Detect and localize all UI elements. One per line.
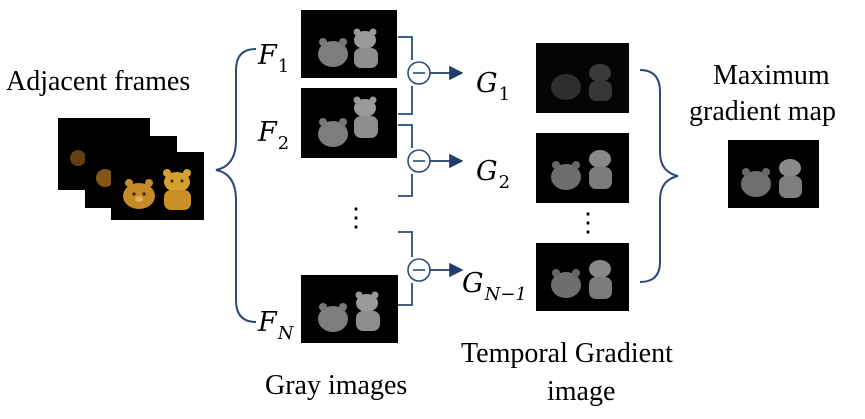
label-fn: FN [258,307,294,345]
gradient-image-n1 [536,243,629,311]
adjacent-frames-label: Adjacent frames [6,66,191,97]
gray-images-ellipsis: ⋮ [343,203,369,232]
minus-circle-2 [407,149,431,173]
gray-image-1 [301,10,397,78]
gray-images-label: Gray images [265,370,408,401]
label-f2: F2 [258,117,290,155]
gray-image-2 [301,88,397,158]
gradient-image-1 [536,43,629,113]
frames-brace [215,48,257,323]
connector-2 [398,124,413,197]
max-gradient-image [728,140,819,208]
max-gradient-label-line1: Maximum [713,60,830,91]
label-g1: G1 [476,68,511,106]
max-gradient-label-line2: gradient map [689,96,836,127]
connector-1 [398,36,413,115]
temporal-gradient-label-line2: image [547,376,616,407]
color-frame-front [111,152,204,220]
label-f1: F1 [258,40,290,78]
minus-circle-1 [407,61,431,85]
minus-circle-3 [407,258,431,282]
gradients-brace [639,69,679,283]
label-g2: G2 [476,156,511,194]
connector-3 [398,231,413,306]
gray-image-n [301,275,398,343]
gradient-images-ellipsis: ⋮ [575,208,601,237]
temporal-gradient-label-line1: Temporal Gradient [461,338,673,369]
label-gn1: GN−1 [462,268,527,306]
gradient-image-2 [536,133,629,203]
